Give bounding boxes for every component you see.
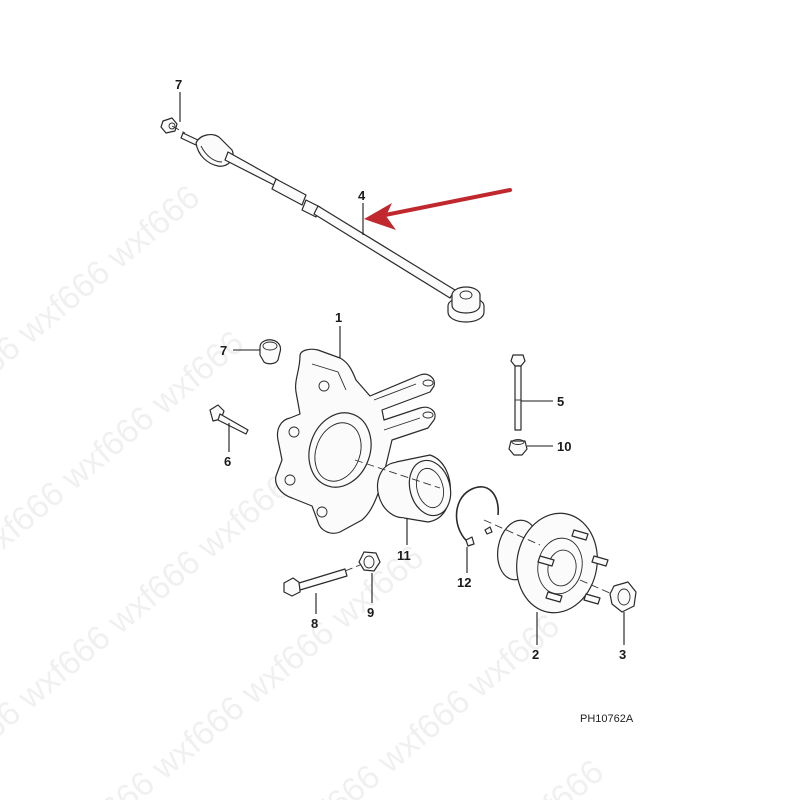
callout-12: 12 <box>457 547 471 590</box>
svg-text:11: 11 <box>397 548 411 563</box>
callout-4: 4 <box>358 188 366 235</box>
svg-text:7: 7 <box>175 77 182 92</box>
stud-axis-line <box>171 125 186 134</box>
hub-nut[interactable] <box>609 581 637 613</box>
toe-link-rod[interactable] <box>180 132 485 323</box>
svg-text:8: 8 <box>311 616 318 631</box>
callout-2: 2 <box>532 612 539 662</box>
callout-3: 3 <box>619 612 626 662</box>
svg-text:7: 7 <box>220 343 227 358</box>
callout-9: 9 <box>367 573 374 620</box>
callout-6: 6 <box>224 423 231 469</box>
nut-9[interactable] <box>358 551 381 572</box>
svg-text:4: 4 <box>358 188 366 203</box>
wheel-hub[interactable] <box>493 507 609 619</box>
bolt-axis-line <box>344 564 361 572</box>
knuckle[interactable] <box>275 348 436 534</box>
svg-text:1: 1 <box>335 310 342 325</box>
svg-text:6: 6 <box>224 454 231 469</box>
callout-7-mid: 7 <box>220 343 260 358</box>
wheel-bearing[interactable] <box>372 454 457 523</box>
bolt-6[interactable] <box>209 404 249 435</box>
svg-text:5: 5 <box>557 394 564 409</box>
callout-5: 5 <box>521 394 564 409</box>
figure-code: PH10762A <box>580 713 634 725</box>
svg-text:12: 12 <box>457 575 471 590</box>
long-bolt-5[interactable] <box>510 354 526 431</box>
callout-8: 8 <box>311 593 318 631</box>
svg-text:9: 9 <box>367 605 374 620</box>
svg-text:2: 2 <box>532 647 539 662</box>
callout-1: 1 <box>335 310 342 358</box>
nut-10[interactable] <box>508 439 528 456</box>
callout-10: 10 <box>527 439 571 454</box>
callout-7-top: 7 <box>175 77 182 122</box>
assembly-axis-line <box>354 459 613 595</box>
callout-11: 11 <box>397 518 411 563</box>
nut-top[interactable] <box>160 117 178 134</box>
bolt-8[interactable] <box>283 568 348 597</box>
svg-text:3: 3 <box>619 647 626 662</box>
svg-text:10: 10 <box>557 439 571 454</box>
nut-mid[interactable] <box>259 339 282 365</box>
highlight-arrow-icon <box>364 188 512 230</box>
snap-ring[interactable] <box>455 486 499 547</box>
